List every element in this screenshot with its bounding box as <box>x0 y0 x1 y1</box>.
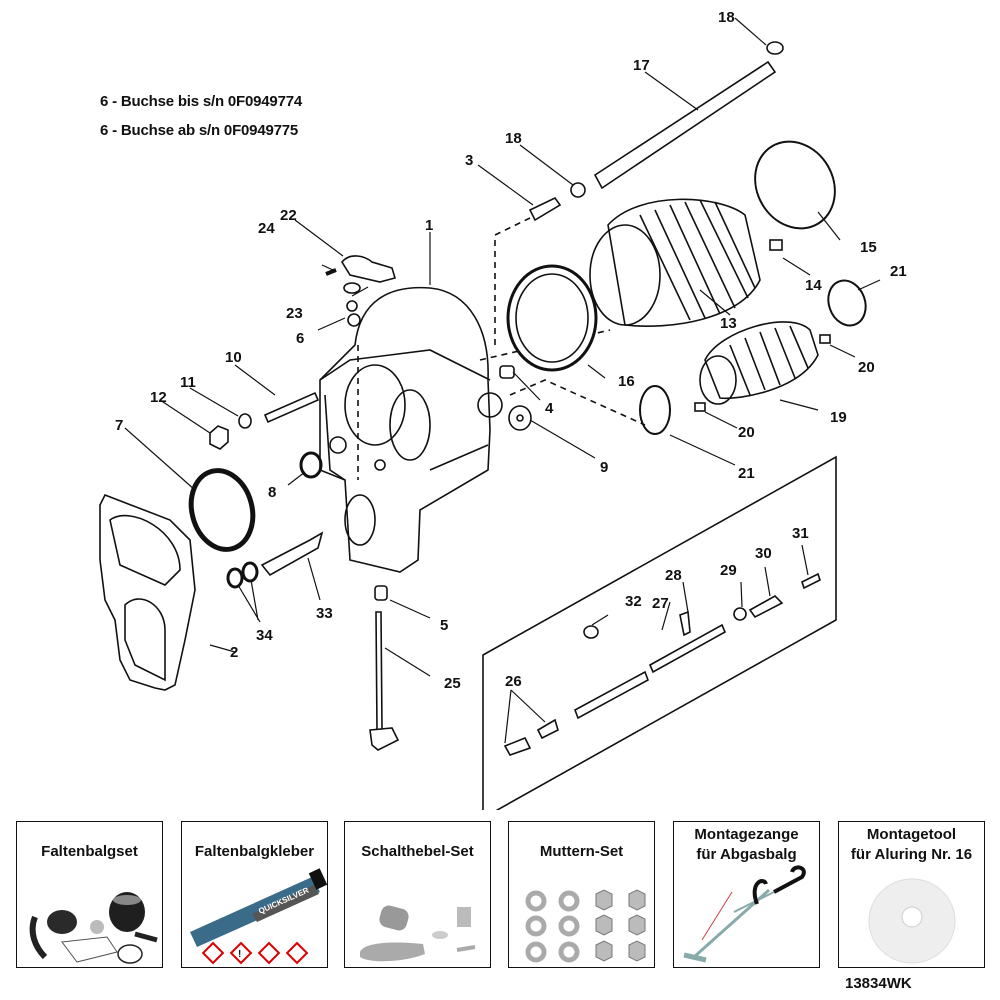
svg-text:!: ! <box>238 949 241 960</box>
exploded-diagram: 1 2 3 4 5 6 7 8 9 10 11 12 13 14 15 16 1… <box>99 9 907 810</box>
callout: 23 <box>286 305 303 322</box>
part-exhaust-bellows <box>589 198 761 327</box>
product-title: Schalthebel-Set <box>361 843 474 860</box>
part-washer-11 <box>238 413 252 429</box>
product-title: Montagetool für Aluring Nr. 16 <box>839 825 984 865</box>
callout: 32 <box>625 593 642 610</box>
product-title-line: Montagetool <box>866 826 957 843</box>
callout: 30 <box>755 545 772 562</box>
product-bellows-adhesive[interactable]: Faltenbalgkleber QUICKSILVER ! <box>181 821 328 968</box>
part-bell-housing <box>319 286 503 573</box>
callout: 16 <box>618 373 635 390</box>
product-installation-pliers[interactable]: Montagezange für Abgasbalg <box>673 821 820 968</box>
callout: 19 <box>830 409 847 426</box>
part-pin <box>325 268 337 276</box>
product-title: Faltenbalgset <box>41 843 138 860</box>
part-water-hose <box>593 60 777 190</box>
callout: 11 <box>180 374 196 391</box>
callout: 14 <box>805 277 822 294</box>
callout: 27 <box>652 595 669 612</box>
image-code: 13834WK <box>845 975 912 992</box>
callout: 21 <box>738 465 755 482</box>
product-title: Montagezange für Abgasbalg <box>674 825 819 865</box>
callout: 4 <box>545 400 554 417</box>
adhesive-tube-image: QUICKSILVER ! <box>190 868 328 965</box>
product-nut-set[interactable]: Muttern-Set <box>508 821 655 968</box>
nut-set-image <box>525 889 646 963</box>
callout: 7 <box>115 417 123 434</box>
part-hose-clamp-large <box>754 140 836 230</box>
callout: 6 <box>296 330 304 347</box>
callout: 22 <box>280 207 297 224</box>
callout: 5 <box>440 617 448 634</box>
product-title-line: Montagezange <box>694 826 799 843</box>
shift-lever-kit-image <box>360 905 476 962</box>
part-nut-12 <box>209 425 229 450</box>
callout: 26 <box>505 673 522 690</box>
part-shift-valve <box>260 531 324 577</box>
product-title: Muttern-Set <box>539 843 624 860</box>
callout: 28 <box>665 567 682 584</box>
product-installation-tool[interactable]: Montagetool für Aluring Nr. 16 <box>838 821 985 968</box>
callout-labels: 1 2 3 4 5 6 7 8 9 10 11 12 13 14 15 16 1… <box>115 9 907 692</box>
note-bushing-after: 6 - Buchse ab s/n 0F0949775 <box>100 122 299 139</box>
installation-pliers-image <box>683 865 806 963</box>
callout: 13 <box>720 315 737 332</box>
callout: 34 <box>256 627 273 644</box>
callout: 1 <box>425 217 433 234</box>
callout: 12 <box>150 389 167 406</box>
part-washer-23 <box>343 282 361 294</box>
callout: 20 <box>738 424 755 441</box>
bellows-kit-image <box>29 892 158 964</box>
callout: 18 <box>505 130 522 147</box>
callout: 8 <box>268 484 276 501</box>
callout: 21 <box>890 263 907 280</box>
callout: 9 <box>600 459 608 476</box>
part-gasket <box>99 493 196 691</box>
installation-tool-image <box>868 878 956 964</box>
part-shift-shaft <box>375 611 383 731</box>
callout: 29 <box>720 562 737 579</box>
note-bushing-before: 6 - Buchse bis s/n 0F0949774 <box>100 93 303 110</box>
callout: 10 <box>225 349 242 366</box>
product-shift-lever-kit[interactable]: Schalthebel-Set <box>344 821 491 968</box>
product-title-line: für Aluring Nr. 16 <box>850 846 973 863</box>
callout: 31 <box>792 525 809 542</box>
product-title: Faltenbalgkleber <box>194 843 315 860</box>
part-bushing-5 <box>374 585 388 601</box>
part-drive-shaft-bellows <box>699 321 819 405</box>
part-shift-lever <box>341 255 397 283</box>
callout: 18 <box>718 9 735 26</box>
callout: 24 <box>258 220 275 237</box>
part-o-ring-small <box>299 451 323 479</box>
callout: 2 <box>230 644 238 661</box>
part-aluminum-ring <box>506 264 598 372</box>
part-o-ring-large <box>188 468 256 552</box>
callout: 3 <box>465 152 473 169</box>
callout: 25 <box>444 675 461 692</box>
callout: 33 <box>316 605 333 622</box>
product-bellows-kit[interactable]: Faltenbalgset <box>16 821 163 968</box>
callout: 15 <box>860 239 877 256</box>
part-stud-10 <box>263 391 320 424</box>
inset-panel <box>482 455 837 810</box>
product-title-line: für Abgasbalg <box>696 846 797 863</box>
callout: 17 <box>633 57 650 74</box>
callout: 20 <box>858 359 875 376</box>
